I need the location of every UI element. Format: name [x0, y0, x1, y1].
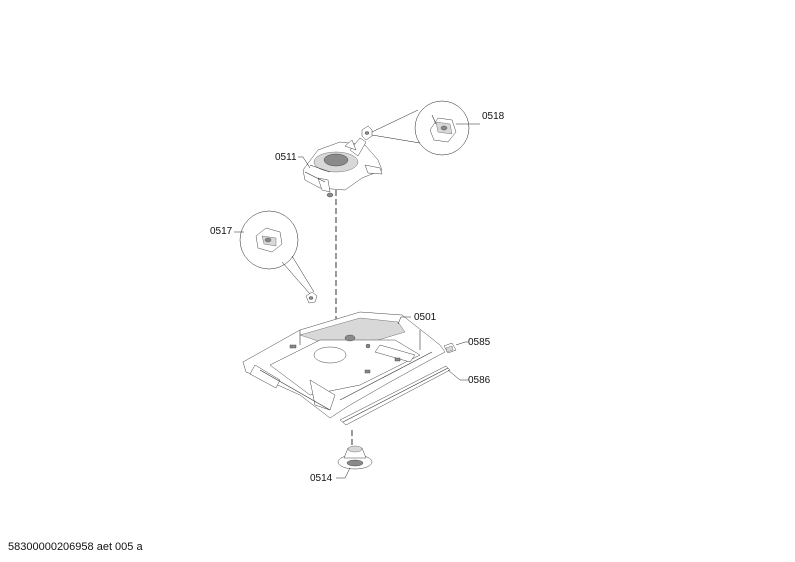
bracket-left-detail: [255, 227, 283, 253]
leader-0514: [336, 467, 351, 479]
rail-part: [339, 365, 451, 426]
base-plate-part: [242, 311, 446, 419]
callout-0501: 0501: [414, 312, 437, 323]
callout-0586: 0586: [468, 375, 491, 386]
leader-0511: [298, 156, 311, 169]
magnifier-link-0518a: [371, 109, 419, 133]
magnifier-link-0518b: [371, 134, 421, 144]
fan-motor-part: [302, 137, 383, 198]
callout-0511: 0511: [275, 152, 297, 163]
callout-0585: 0585: [468, 337, 491, 348]
magnifier-link-0517b: [291, 255, 315, 293]
callout-0517: 0517: [210, 226, 233, 237]
magnifier-link-0517a: [281, 261, 311, 295]
callout-0514: 0514: [310, 473, 333, 484]
leader-0586: [447, 369, 468, 381]
bracket-left-part: [305, 291, 318, 304]
foot-part: [337, 445, 373, 470]
clip-part: [443, 342, 457, 354]
callout-0518: 0518: [482, 111, 505, 122]
bracket-top-part: [361, 125, 373, 141]
drawing-code: 58300000206958 aet 005 a: [8, 541, 143, 553]
bracket-top-detail: [429, 114, 457, 143]
magnifier-circle-0517: [239, 210, 299, 270]
leader-0585: [455, 341, 468, 346]
magnifier-circle-0518: [414, 100, 470, 156]
leader-0501: [397, 316, 411, 325]
